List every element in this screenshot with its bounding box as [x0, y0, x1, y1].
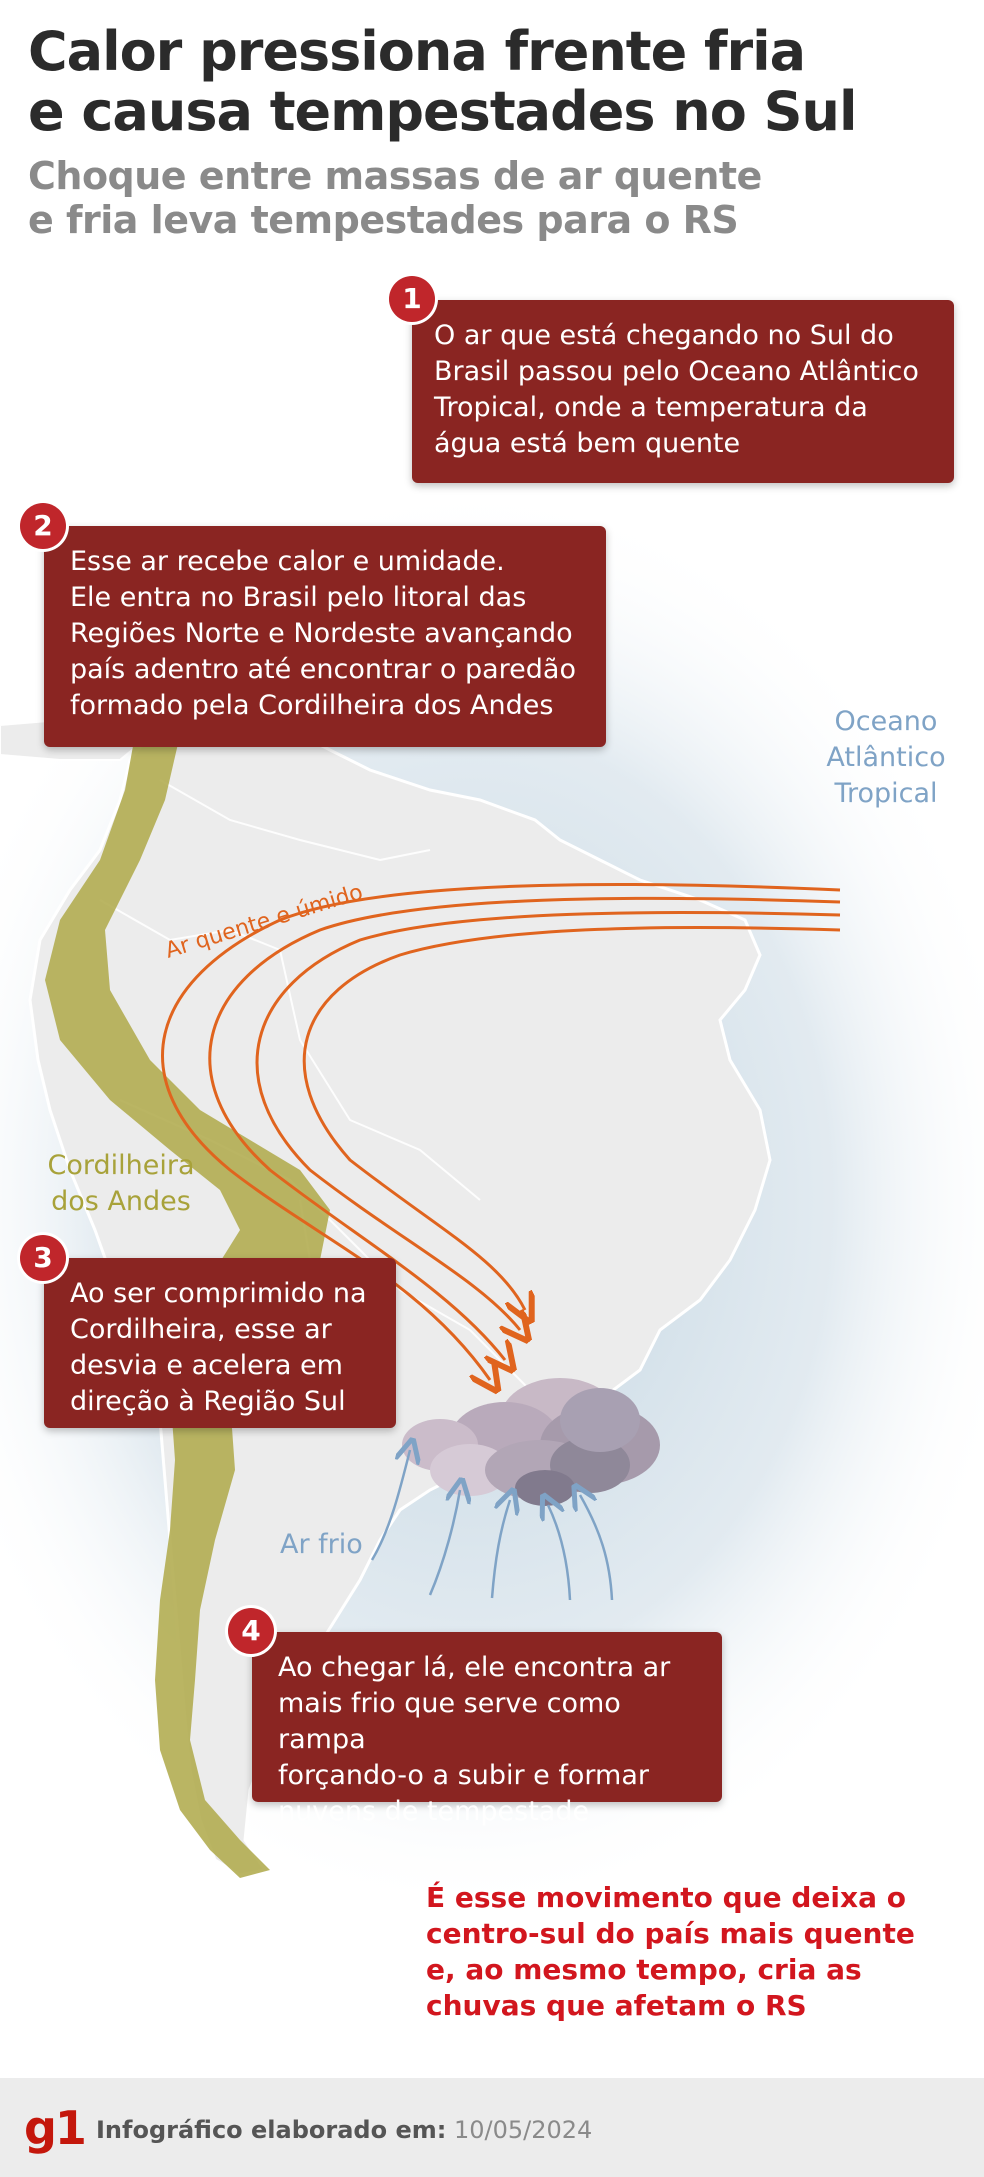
cold-air-arrows	[370, 1450, 614, 1601]
credit-label: Infográfico elaborado em:	[96, 2116, 447, 2144]
step-4-badge: 4	[228, 1608, 274, 1654]
title-line-1: Calor pressiona frente fria	[28, 20, 806, 83]
step-4-line: nuvens de tempestade	[278, 1796, 590, 1827]
step-2-line: Ele entra no Brasil pelo litoral das	[70, 582, 527, 613]
step-2-line: país adentro até encontrar o paredão	[70, 654, 576, 685]
credit: Infográfico elaborado em: 10/05/2024	[96, 2114, 592, 2146]
step-4-line: mais frio que serve como rampa	[278, 1688, 621, 1755]
step-3-line: Ao ser comprimido na	[70, 1278, 367, 1309]
conclusion-line: É esse movimento que deixa o	[426, 1881, 906, 1914]
conclusion-text: É esse movimento que deixa o centro-sul …	[426, 1880, 946, 2024]
andes-band	[45, 735, 330, 1878]
step-3-box: Ao ser comprimido na Cordilheira, esse a…	[44, 1258, 396, 1428]
subtitle-line-1: Choque entre massas de ar quente	[28, 154, 762, 198]
map-illustration: Ar quente e úmido	[0, 480, 984, 1920]
step-2-line: Regiões Norte e Nordeste avançando	[70, 618, 573, 649]
step-1-line: Tropical, onde a temperatura da	[434, 392, 868, 423]
conclusion-line: centro-sul do país mais quente	[426, 1917, 915, 1950]
ocean-label-line: Oceano	[834, 706, 938, 737]
cold-air-label: Ar frio	[280, 1527, 380, 1563]
andes-label-line: Cordilheira	[47, 1150, 195, 1181]
credit-date: 10/05/2024	[453, 2116, 593, 2144]
cold-air-label-text: Ar frio	[280, 1529, 363, 1560]
ocean-label: Oceano Atlântico Tropical	[806, 704, 966, 812]
title-line-2: e causa tempestades no Sul	[28, 80, 857, 143]
ocean-label-line: Tropical	[834, 778, 938, 809]
step-1-line: O ar que está chegando no Sul do	[434, 320, 894, 351]
page-title: Calor pressiona frente fria e causa temp…	[28, 22, 948, 142]
step-2-line: Esse ar recebe calor e umidade.	[70, 546, 505, 577]
conclusion-line: chuvas que afetam o RS	[426, 1989, 807, 2022]
step-3-line: direção à Região Sul	[70, 1386, 346, 1417]
g1-logo: g1	[24, 2101, 87, 2155]
subtitle-line-2: e fria leva tempestades para o RS	[28, 198, 739, 242]
step-2-box: Esse ar recebe calor e umidade. Ele entr…	[44, 526, 606, 747]
step-4-line: forçando-o a subir e formar	[278, 1760, 649, 1791]
page-subtitle: Choque entre massas de ar quente e fria …	[28, 154, 948, 242]
step-3-line: desvia e acelera em	[70, 1350, 343, 1381]
step-2-badge: 2	[20, 503, 66, 549]
step-2-line: formado pela Cordilheira dos Andes	[70, 690, 554, 721]
step-3-line: Cordilheira, esse ar	[70, 1314, 332, 1345]
andes-label-line: dos Andes	[51, 1186, 191, 1217]
step-4-line: Ao chegar lá, ele encontra ar	[278, 1652, 671, 1683]
step-3-badge: 3	[20, 1235, 66, 1281]
step-1-line: água está bem quente	[434, 428, 741, 459]
step-1-badge: 1	[389, 276, 435, 322]
andes-label: Cordilheira dos Andes	[26, 1148, 216, 1220]
step-1-box: O ar que está chegando no Sul do Brasil …	[412, 300, 954, 483]
step-4-box: Ao chegar lá, ele encontra ar mais frio …	[252, 1632, 722, 1827]
warm-air-arrows	[161, 882, 841, 1380]
conclusion-line: e, ao mesmo tempo, cria as	[426, 1953, 862, 1986]
ocean-label-line: Atlântico	[826, 742, 946, 773]
footer: g1 Infográfico elaborado em: 10/05/2024	[0, 2078, 984, 2177]
step-1-line: Brasil passou pelo Oceano Atlântico	[434, 356, 919, 387]
